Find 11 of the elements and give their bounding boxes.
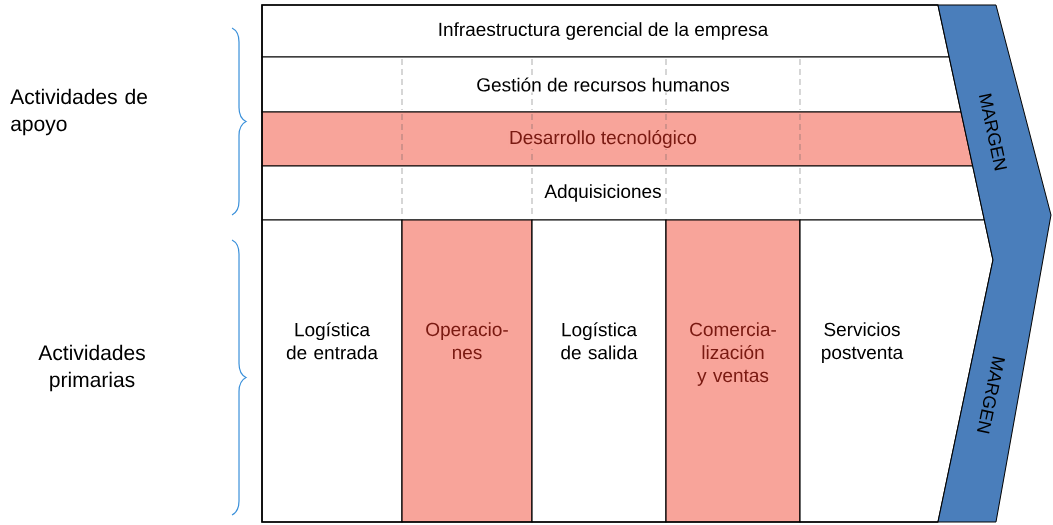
margin-chevron: MARGEN MARGEN bbox=[937, 4, 1052, 523]
support-row: Infraestructura gerencial de la empresa bbox=[261, 4, 950, 58]
activity-column: Logística de entrada bbox=[261, 219, 403, 523]
support-row: Desarrollo tecnológico bbox=[261, 111, 974, 167]
group-label: Actividades de apoyo bbox=[10, 88, 147, 136]
activity-column: Operacio- nes bbox=[401, 219, 533, 523]
support-row: Gestión de recursos humanos bbox=[261, 56, 962, 113]
activity-column: Logística de salida bbox=[531, 219, 667, 523]
group-label: Actividades primarias bbox=[38, 344, 145, 392]
activity-column: Comercia- lización y ventas bbox=[665, 219, 801, 523]
support-row: Adquisiciones bbox=[261, 165, 986, 221]
